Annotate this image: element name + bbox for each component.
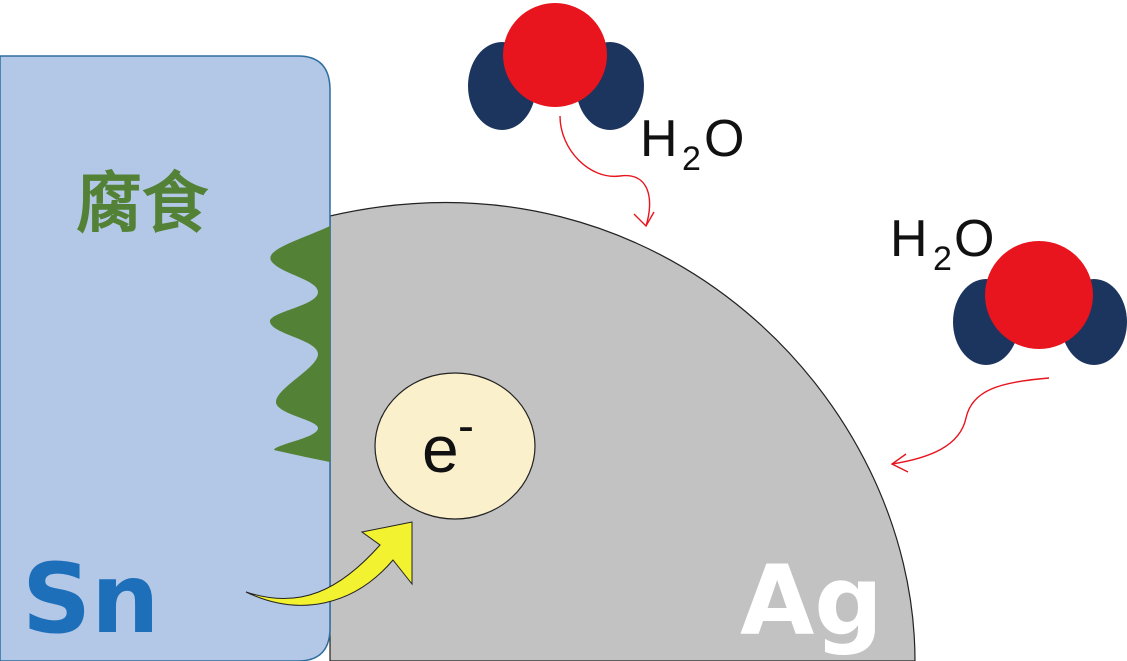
water-formula-o: O [704, 110, 744, 168]
oxygen-atom [985, 241, 1093, 349]
electron-label: e [422, 412, 459, 486]
electron-circle [374, 372, 536, 520]
corrosion-label: 腐食 [76, 165, 209, 242]
water-formula-o: O [954, 210, 994, 268]
reaction-arrow-2 [891, 377, 1050, 465]
electron-charge: - [458, 400, 474, 453]
water-formula-subscript: 2 [682, 140, 701, 178]
tin-region [0, 55, 331, 661]
water-molecule-2 [953, 241, 1127, 365]
water-molecule-1 [468, 3, 644, 130]
water-formula-1: H 2 O [640, 110, 744, 178]
electron-flow-arrow [245, 521, 413, 606]
silver-region [329, 201, 916, 661]
corrosion-pattern [269, 226, 330, 462]
water-formula-h: H [890, 210, 928, 268]
reaction-arrowhead-2 [890, 453, 909, 473]
reaction-arrowhead-1 [633, 211, 655, 228]
water-formula-h: H [640, 110, 678, 168]
silver-label: Ag [740, 545, 883, 657]
water-formula-subscript: 2 [933, 240, 952, 278]
oxygen-atom [503, 3, 607, 107]
reaction-arrow-1 [559, 115, 651, 227]
water-formula-2: H 2 O [890, 210, 994, 278]
tin-label: Sn [22, 543, 159, 655]
